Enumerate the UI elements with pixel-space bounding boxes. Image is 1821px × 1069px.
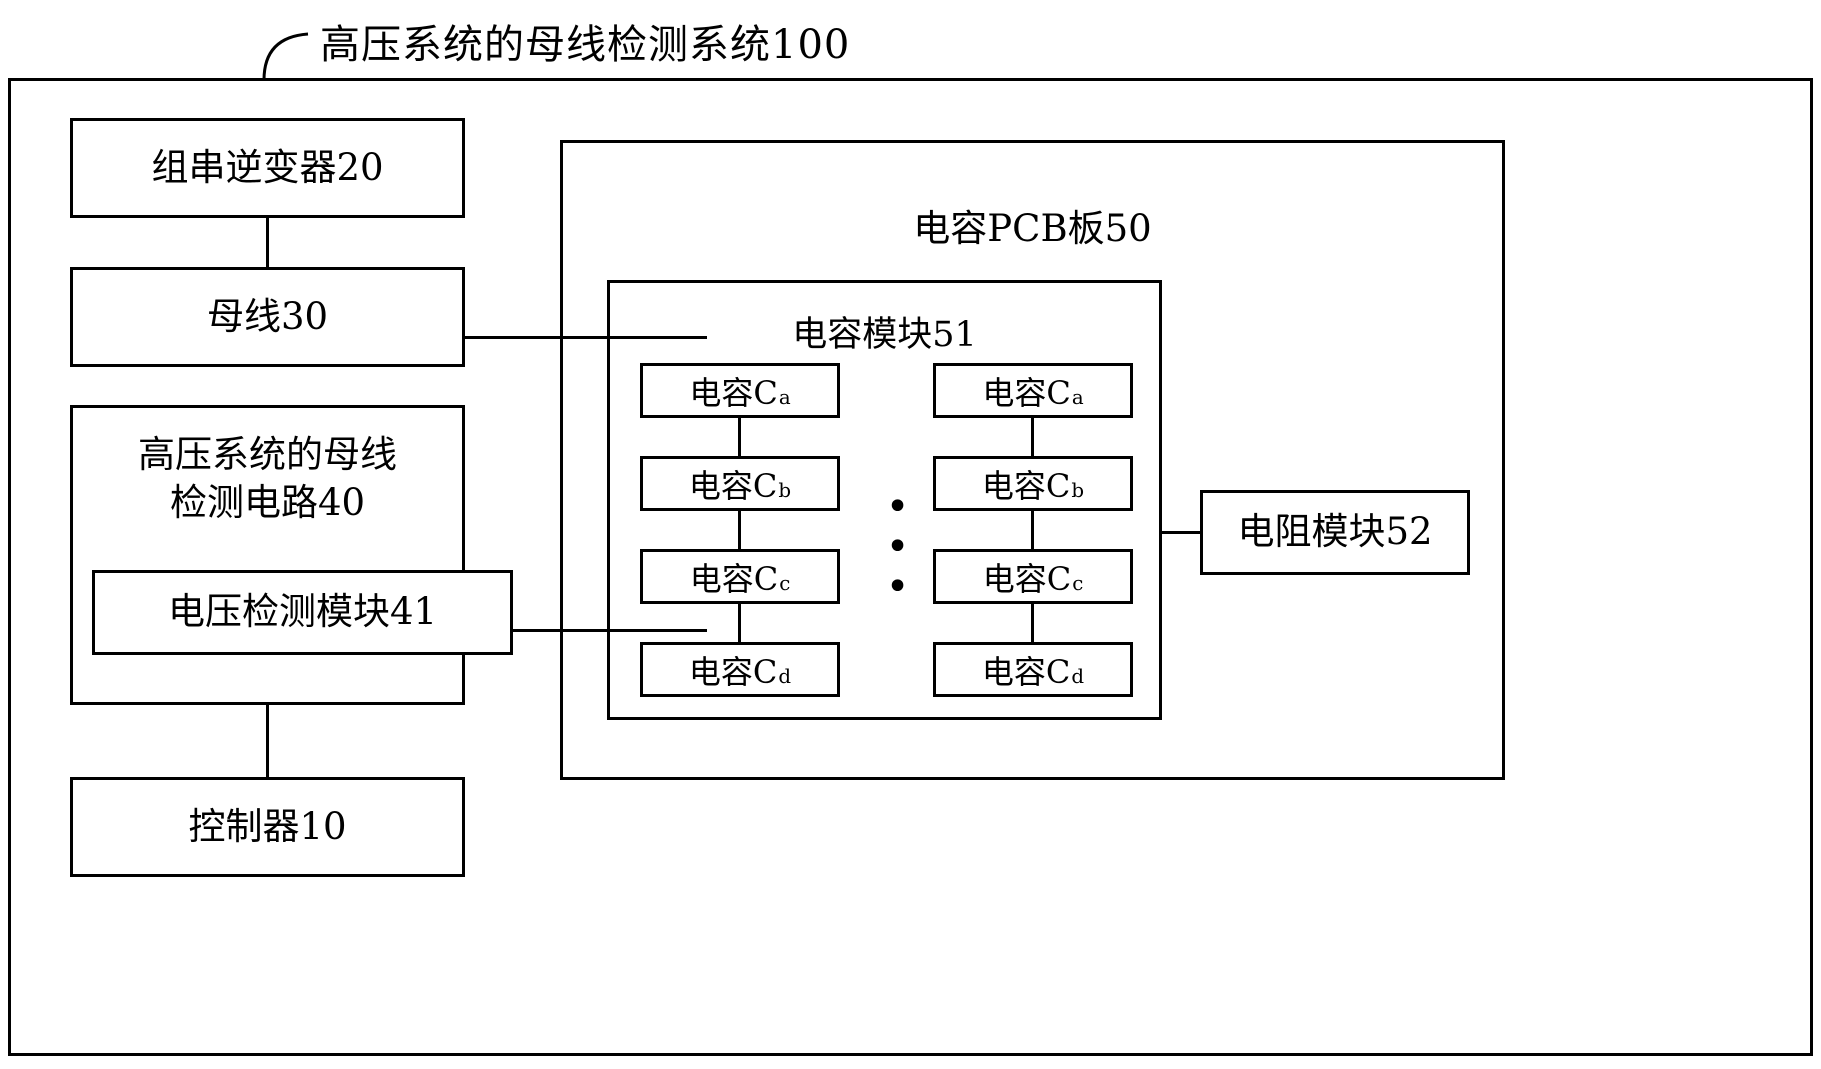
connector-inverter-to-busbar [266, 218, 269, 267]
block-busbar-detection-circuit-label: 高压系统的母线 检测电路40 [70, 431, 465, 527]
ellipsis-indicator: • • • [885, 484, 917, 610]
capacitor-subscript: a [778, 385, 791, 409]
block-busbar[interactable]: 母线30 [70, 267, 465, 367]
title-leader-curve [262, 32, 309, 80]
capacitor-label: 电容C [982, 373, 1071, 412]
block-voltage-detection-module[interactable]: 电压检测模块41 [92, 570, 513, 655]
connector-capacitor-to-resistor [1162, 531, 1200, 534]
connector-cb-cc-left [738, 511, 741, 549]
capacitor-subscript: c [1072, 571, 1084, 595]
circuit-label-line2: 检测电路40 [169, 481, 366, 525]
connector-ca-cb-right [1031, 418, 1034, 456]
capacitor-label: 电容C [688, 466, 778, 505]
system-boundary [8, 78, 1813, 1056]
connector-cc-cd-left [738, 604, 741, 642]
capacitor-label: 电容C [689, 559, 779, 598]
capacitor-label: 电容C [688, 652, 778, 691]
capacitor-label: 电容C [689, 373, 778, 412]
block-capacitor-pcb[interactable] [560, 140, 1505, 780]
block-capacitor-module[interactable] [607, 280, 1162, 720]
capacitor-subscript: d [778, 664, 792, 688]
capacitor-label: 电容C [981, 652, 1071, 691]
block-string-inverter[interactable]: 组串逆变器20 [70, 118, 465, 218]
connector-circuit-to-controller [266, 705, 269, 777]
connector-ca-cb-left [738, 418, 741, 456]
circuit-label-line1: 高压系统的母线 [138, 433, 397, 476]
block-controller[interactable]: 控制器10 [70, 777, 465, 877]
page-title: 高压系统的母线检测系统100 [320, 22, 851, 68]
block-busbar-detection-circuit[interactable] [70, 405, 465, 705]
connector-voltage-module-to-capacitor-module [513, 629, 707, 632]
capacitor-subscript: a [1071, 385, 1084, 409]
capacitor-subscript: d [1071, 664, 1085, 688]
capacitor-subscript: b [778, 478, 792, 502]
capacitor-subscript: c [779, 571, 791, 595]
capacitor-subscript: b [1071, 478, 1085, 502]
block-resistor-module[interactable]: 电阻模块52 [1200, 490, 1470, 575]
capacitor-label: 电容C [982, 559, 1072, 598]
connector-cb-cc-right [1031, 511, 1034, 549]
connector-busbar-to-capacitor-module [465, 336, 707, 339]
block-capacitor-pcb-label: 电容PCB板50 [913, 207, 1152, 250]
capacitor-label: 电容C [981, 466, 1071, 505]
connector-cc-cd-right [1031, 604, 1034, 642]
block-capacitor-module-label: 电容模块51 [792, 315, 977, 355]
